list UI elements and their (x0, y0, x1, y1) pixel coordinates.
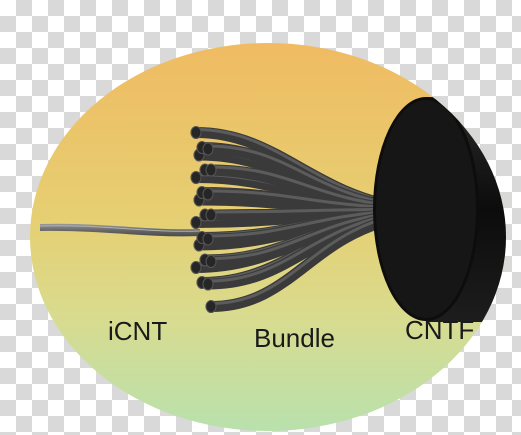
strand-end-cap (190, 126, 202, 139)
strand-end-cap (202, 277, 214, 291)
bundle-strand-highlight (206, 189, 402, 210)
label-bundle: Bundle (254, 323, 335, 353)
label-icnt: iCNT (108, 316, 168, 346)
strand-end-cap (190, 261, 202, 274)
bundle-strand-highlight (209, 210, 402, 260)
strand-end-cap (205, 208, 217, 222)
label-cntf: CNTF (405, 315, 475, 345)
cnt-fiber-cylinder (373, 97, 506, 322)
bundle-strand-highlight (209, 207, 402, 214)
strand-end-cap (202, 187, 214, 201)
strand-end-cap (202, 142, 214, 156)
bundle-strand (205, 212, 406, 312)
bundle-strand-highlight (206, 144, 402, 207)
strand-end-cap (205, 255, 217, 268)
strand-end-cap (202, 232, 214, 246)
strand-end-cap (190, 171, 202, 184)
strand-end-cap (190, 216, 202, 229)
individual-cnt-tube (39, 223, 201, 237)
bundle-strand-highlight (206, 209, 402, 238)
cnt-bundle (190, 126, 406, 313)
bundle-strand-highlight (206, 211, 402, 283)
bundle-strand-highlight (209, 165, 402, 208)
strand-end-cap (205, 300, 217, 313)
bundle-strand-highlight (209, 213, 402, 305)
strand-end-cap (205, 163, 217, 177)
